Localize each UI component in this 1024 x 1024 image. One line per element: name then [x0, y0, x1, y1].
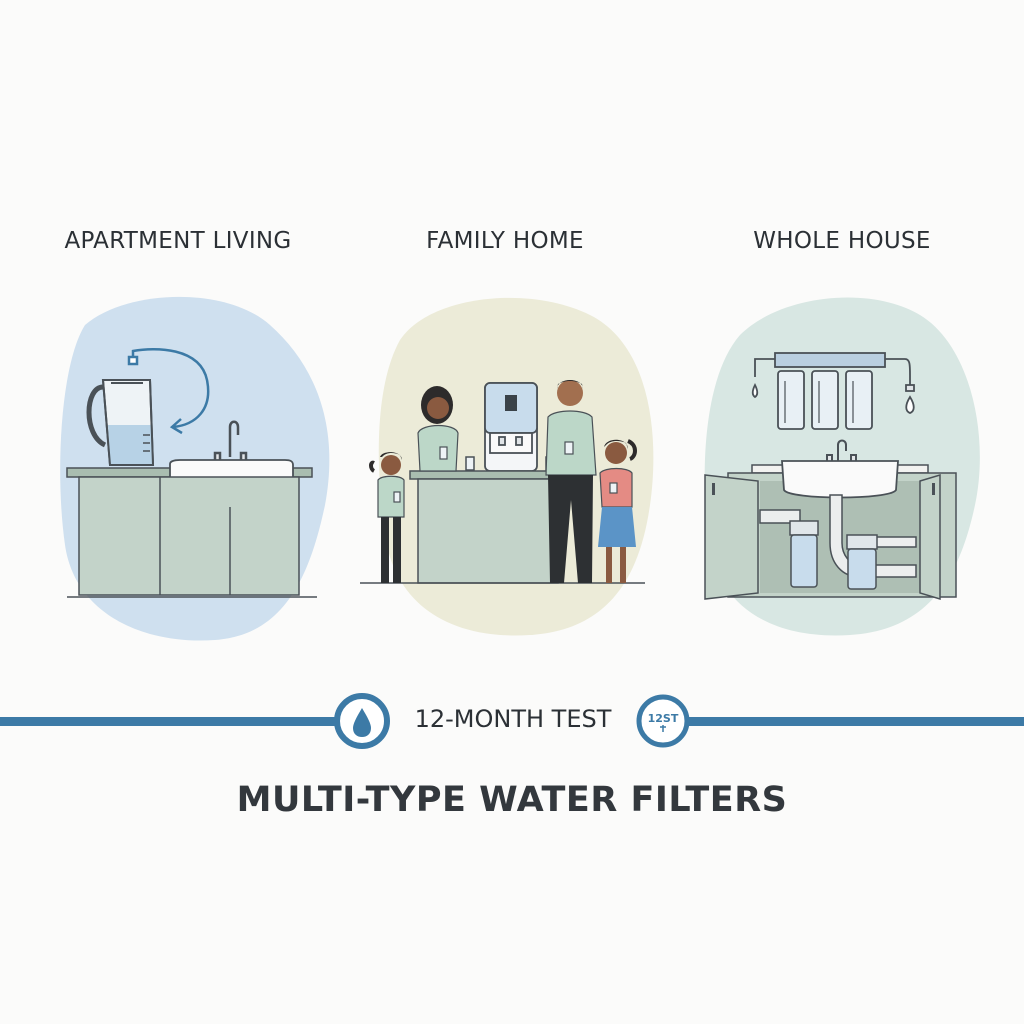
water-drop-icon	[334, 693, 390, 749]
page-title: MULTI-TYPE WATER FILTERS	[236, 780, 788, 820]
family-scene	[360, 297, 654, 636]
column-title-apartment: APARTMENT LIVING	[64, 228, 292, 254]
water-pitcher-icon	[86, 379, 155, 466]
child-right-figure	[598, 439, 637, 583]
family-countertop	[409, 470, 567, 480]
apartment-cabinet	[78, 476, 300, 596]
cabinet-door-right	[919, 473, 941, 601]
cabinet-door-left	[704, 474, 759, 600]
timeline-label: 12-MONTH TEST	[414, 705, 612, 733]
apartment-scene	[60, 296, 330, 641]
column-title-family: FAMILY HOME	[426, 228, 584, 254]
badge-text: 12ST	[648, 712, 679, 725]
refill-arrow-icon	[127, 347, 210, 435]
child-left-figure	[369, 452, 405, 583]
multi-stage-filter-icon	[751, 352, 915, 430]
under-sink-filter-icon	[789, 520, 878, 590]
water-dispenser-icon	[484, 382, 538, 472]
adult-man-figure	[545, 380, 597, 583]
whole-house-sink	[781, 460, 899, 499]
kitchen-island	[417, 478, 559, 584]
timeline-bar: 12ST	[0, 693, 1024, 749]
whole-house-scene	[704, 297, 980, 636]
test-badge-icon: 12ST	[636, 694, 690, 748]
adult-woman-figure	[417, 386, 459, 472]
column-title-whole-house: WHOLE HOUSE	[753, 228, 931, 254]
